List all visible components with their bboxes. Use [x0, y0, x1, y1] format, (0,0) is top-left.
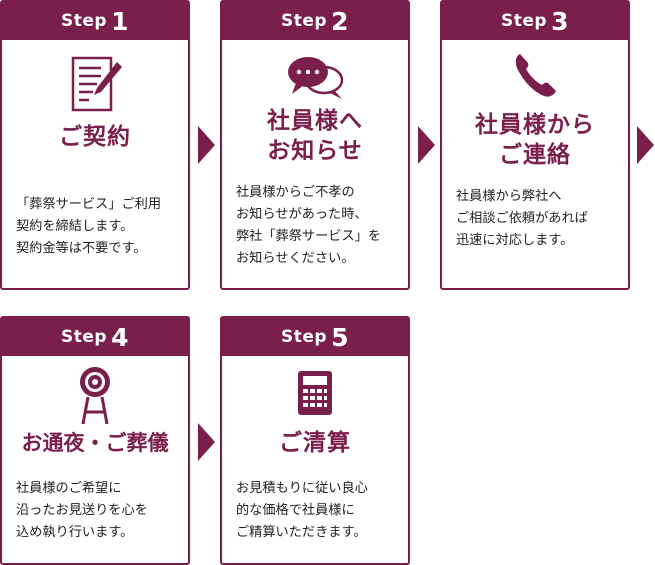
funeral-wreath-icon: [2, 364, 188, 426]
step-description: 社員様からご不孝の お知らせがあった時、 弊社「葬祭サービス」を お知らせくださ…: [236, 185, 382, 266]
step-title: ご契約: [59, 124, 131, 150]
arrow-right-icon: [418, 126, 435, 164]
step-label: Step: [61, 11, 108, 31]
document-pen-icon: [2, 54, 188, 116]
step-title: 社員様から ご連絡: [475, 112, 595, 168]
step-description: 社員様から弊社へ ご相談ご依頼があれば 迅速に対応します。: [456, 189, 588, 248]
step-number: 3: [551, 6, 569, 36]
step-title: お通夜・ご葬儀: [21, 431, 169, 455]
step-label: Step: [281, 327, 328, 347]
calculator-icon: [222, 370, 408, 424]
arrow-right-icon: [198, 126, 215, 164]
step-description: 社員様のご希望に 沿ったお見送りを心を 込め執り行います。: [16, 481, 148, 540]
arrow-right-icon: [637, 126, 654, 164]
phone-icon: [442, 50, 628, 104]
step-number: 2: [331, 6, 349, 36]
step-description: お見積もりに従い良心 的な価格で社員様に ご精算いただきます。: [236, 481, 368, 540]
step-label: Step: [281, 11, 328, 31]
step-number: 4: [111, 322, 129, 352]
step-description: 「葬祭サービス」ご利用 契約を締結します。 契約金等は不要です。: [16, 197, 162, 256]
step-label: Step: [61, 327, 108, 347]
step-title: 社員様へ お知らせ: [267, 108, 363, 164]
step-number: 1: [111, 6, 129, 36]
speech-bubbles-icon: [222, 52, 408, 102]
step-number: 5: [331, 322, 349, 352]
arrow-right-icon: [198, 423, 215, 461]
step-title: ご清算: [279, 430, 351, 456]
step-label: Step: [501, 11, 548, 31]
